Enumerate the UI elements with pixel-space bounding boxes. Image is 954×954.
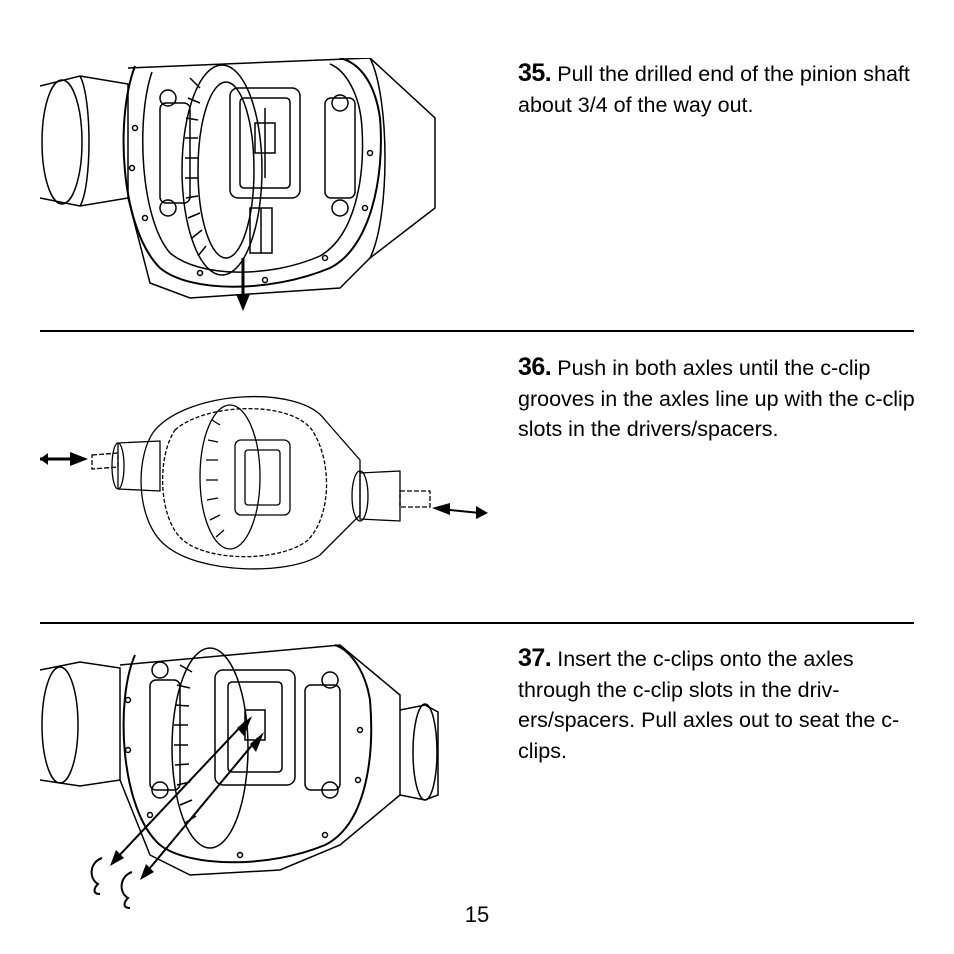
step-instruction: Push in both axles until the c-clip groo… xyxy=(518,356,915,441)
step-37: 37. Insert the c-clips onto the axles th… xyxy=(518,643,918,766)
differential-pinion-shaft-illustration xyxy=(40,58,440,311)
step-instruction: Insert the c-clips onto the axles throug… xyxy=(518,647,900,763)
step-36: 36. Push in both axles until the c-clip … xyxy=(518,352,918,445)
differential-c-clip-insert-illustration xyxy=(40,640,440,915)
step-number: 35. xyxy=(518,59,552,87)
differential-axles-push-illustration xyxy=(40,385,488,575)
page-number: 15 xyxy=(464,902,490,927)
step-35: 35. Pull the drilled end of the pinion s… xyxy=(518,58,918,120)
section-divider xyxy=(40,622,914,624)
step-number: 36. xyxy=(518,353,552,381)
section-divider xyxy=(40,330,914,332)
step-number: 37. xyxy=(518,644,552,672)
step-instruction: Pull the drilled end of the pinion shaft… xyxy=(518,62,910,117)
